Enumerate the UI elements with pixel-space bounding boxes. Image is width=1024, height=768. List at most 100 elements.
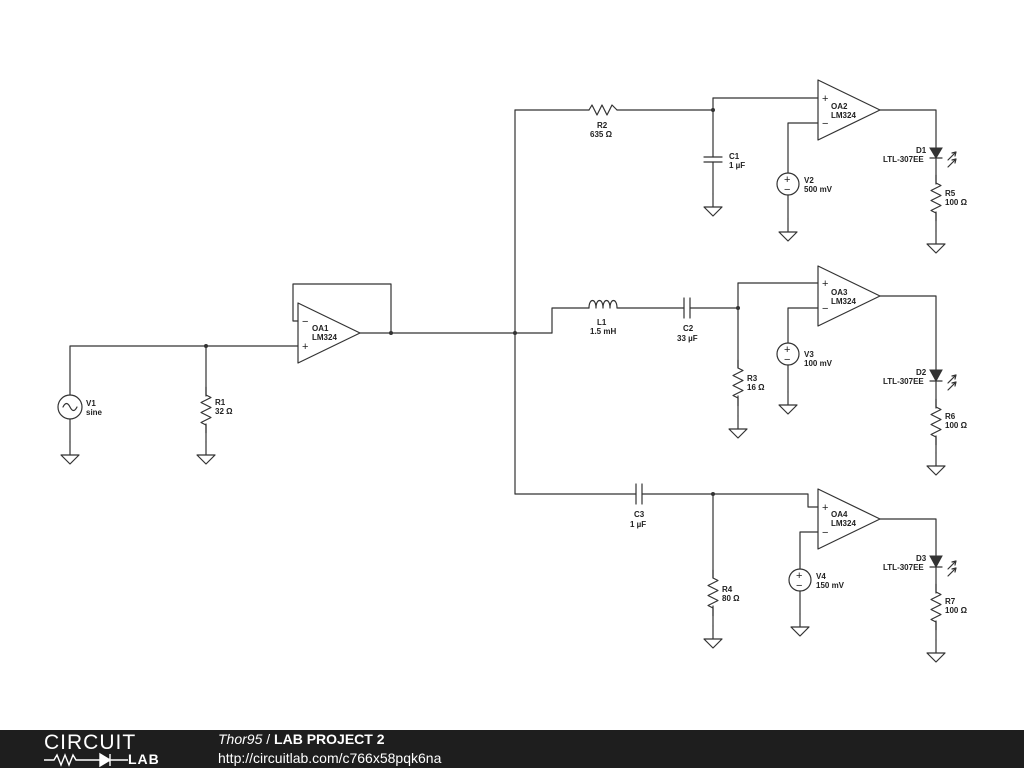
project-title: LAB PROJECT 2 (274, 731, 385, 747)
ground-symbol (778, 218, 798, 242)
ground-symbol (60, 441, 80, 465)
circuit-title: Thor95 / LAB PROJECT 2 (218, 731, 385, 747)
oa1-model: LM324 (312, 333, 337, 342)
logo-text-circuit: CIRCUIT (44, 731, 137, 754)
ground-symbol (778, 391, 798, 415)
oa4-opamp[interactable]: + − OA4 LM324 (817, 488, 881, 550)
v2-value: 500 mV (804, 185, 833, 194)
oa3-model: LM324 (831, 297, 856, 306)
oa4-name: OA4 (831, 510, 848, 519)
c3-name: C3 (634, 510, 645, 519)
l1-value: 1.5 mH (590, 327, 616, 336)
oa3-opamp[interactable]: + − OA3 LM324 (817, 265, 881, 327)
r2-resistor[interactable]: R2 635 Ω (588, 104, 618, 139)
d2-name: D2 (916, 368, 927, 377)
oa3-minus: − (822, 303, 828, 315)
oa1-plus: + (302, 341, 308, 353)
d2-led[interactable]: D2 LTL-307EE (883, 368, 957, 391)
r7-value: 100 Ω (945, 606, 968, 615)
c3-capacitor[interactable]: C3 1 µF (630, 483, 646, 529)
v3-minus: − (784, 354, 790, 366)
ground-symbol (790, 613, 810, 637)
ground-symbol (926, 639, 946, 663)
d2-model: LTL-307EE (883, 377, 924, 386)
r5-value: 100 Ω (945, 198, 968, 207)
oa1-minus: − (302, 316, 308, 328)
ground-symbol (703, 625, 723, 649)
l1-name: L1 (597, 318, 607, 327)
c2-value: 33 µF (677, 334, 698, 343)
v1-name: V1 (86, 399, 96, 408)
c2-name: C2 (683, 324, 694, 333)
r3-value: 16 Ω (747, 383, 765, 392)
ground-symbol (926, 452, 946, 476)
light-arrows-icon (947, 560, 957, 577)
oa4-model: LM324 (831, 519, 856, 528)
circuitlab-logo-icon (44, 752, 128, 768)
junctions (204, 108, 740, 496)
d3-led[interactable]: D3 LTL-307EE (883, 554, 957, 577)
r4-name: R4 (722, 585, 733, 594)
c2-capacitor[interactable]: C2 33 µF (677, 297, 698, 343)
v2-dc-source[interactable]: + − V2 500 mV (776, 172, 833, 196)
footer-bar: CIRCUIT LAB Thor95 / LAB PROJECT 2 http:… (0, 730, 1024, 768)
r6-resistor[interactable]: R6 100 Ω (930, 398, 968, 446)
oa3-plus: + (822, 278, 828, 290)
r2-value: 635 Ω (590, 130, 613, 139)
v1-sine-source[interactable]: V1 sine (57, 394, 103, 420)
d3-name: D3 (916, 554, 927, 563)
d1-name: D1 (916, 146, 927, 155)
oa3-name: OA3 (831, 288, 848, 297)
ground-symbol (703, 193, 723, 217)
r1-resistor[interactable]: R1 32 Ω (200, 386, 233, 434)
light-arrows-icon (947, 374, 957, 391)
r2-name: R2 (597, 121, 608, 130)
r5-name: R5 (945, 189, 956, 198)
v4-dc-source[interactable]: + − V4 150 mV (788, 568, 845, 592)
circuit-url[interactable]: http://circuitlab.com/c766x58pqk6na (218, 750, 442, 766)
r1-value: 32 Ω (215, 407, 233, 416)
v3-plus: + (784, 344, 790, 356)
ground-symbol (196, 441, 216, 465)
oa2-opamp[interactable]: + − OA2 LM324 (817, 79, 881, 141)
r6-value: 100 Ω (945, 421, 968, 430)
logo-text-lab: LAB (128, 751, 160, 767)
r6-name: R6 (945, 412, 956, 421)
light-arrows-icon (947, 151, 957, 168)
v4-plus: + (796, 570, 802, 582)
r5-resistor[interactable]: R5 100 Ω (930, 174, 968, 222)
ground-symbol (728, 415, 748, 439)
r4-value: 80 Ω (722, 594, 740, 603)
ground-symbol (926, 230, 946, 254)
oa4-minus: − (822, 527, 828, 539)
d3-model: LTL-307EE (883, 563, 924, 572)
r7-resistor[interactable]: R7 100 Ω (930, 583, 968, 631)
oa4-plus: + (822, 502, 828, 514)
circuit-schematic: V1 sine R1 32 Ω − + OA1 LM324 R2 635 Ω C… (57, 79, 968, 663)
oa1-name: OA1 (312, 324, 329, 333)
v4-name: V4 (816, 572, 826, 581)
v1-value: sine (86, 408, 103, 417)
c3-value: 1 µF (630, 520, 646, 529)
oa2-minus: − (822, 118, 828, 130)
v2-plus: + (784, 174, 790, 186)
author-link[interactable]: Thor95 (218, 731, 263, 747)
r4-resistor[interactable]: R4 80 Ω (707, 569, 740, 617)
l1-inductor[interactable]: L1 1.5 mH (588, 299, 620, 337)
c1-name: C1 (729, 152, 740, 161)
r3-resistor[interactable]: R3 16 Ω (732, 359, 765, 407)
v3-dc-source[interactable]: + − V3 100 mV (776, 342, 833, 368)
v4-minus: − (796, 580, 802, 592)
c1-value: 1 µF (729, 161, 745, 170)
c1-capacitor[interactable]: C1 1 µF (703, 152, 745, 170)
oa2-plus: + (822, 93, 828, 105)
v4-value: 150 mV (816, 581, 845, 590)
d1-led[interactable]: D1 LTL-307EE (883, 146, 957, 168)
d1-model: LTL-307EE (883, 155, 924, 164)
oa1-opamp[interactable]: − + OA1 LM324 (297, 302, 361, 364)
oa2-model: LM324 (831, 111, 856, 120)
r3-name: R3 (747, 374, 758, 383)
r7-name: R7 (945, 597, 956, 606)
v2-minus: − (784, 184, 790, 196)
r1-name: R1 (215, 398, 226, 407)
